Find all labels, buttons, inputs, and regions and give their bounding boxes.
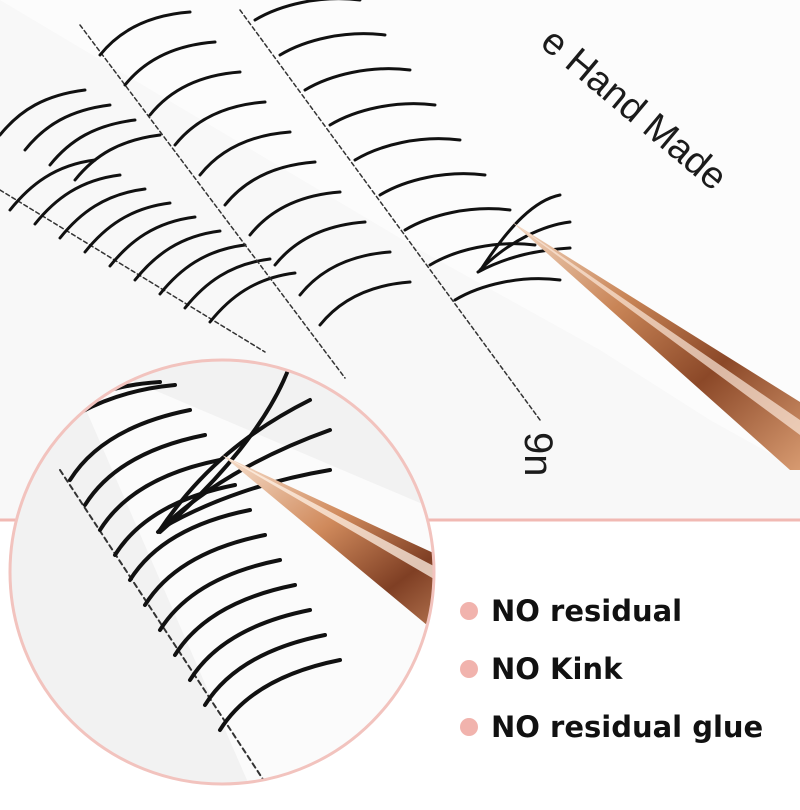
tweezer-magnified [222,455,434,640]
feature-item: NO residual [460,582,800,640]
lash-strips [0,0,572,421]
bullet-dot [460,660,478,678]
feature-item: NO Kink [460,640,800,698]
card-edge [0,0,800,470]
bullet-dot [460,602,478,620]
card-size-label: 9n [516,432,560,477]
tweezer-top [512,222,800,470]
feature-text: NO residual [491,594,683,628]
feature-list: NO residual NO Kink NO residual glue [460,582,800,756]
feature-item: NO residual glue [460,698,800,756]
feature-text: NO residual glue [491,710,764,744]
bullet-dot [460,718,478,736]
feature-text: NO Kink [491,652,623,686]
magnifier-ring [8,358,436,786]
